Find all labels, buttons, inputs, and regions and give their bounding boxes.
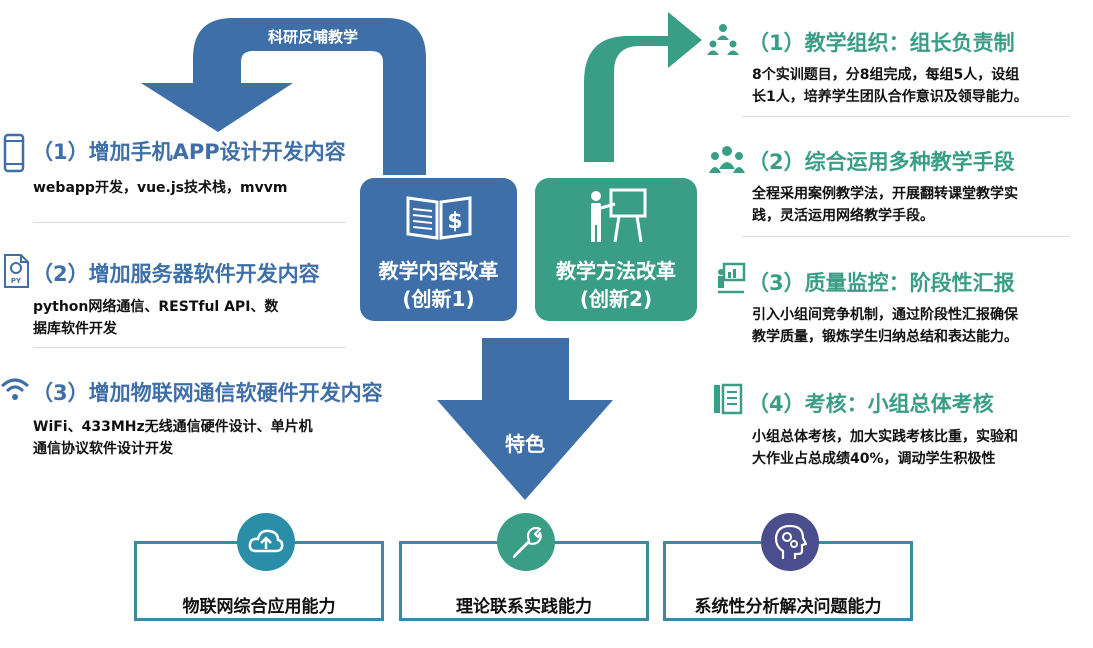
feedback-label: 科研反哺教学 xyxy=(267,28,358,46)
document-icon xyxy=(714,383,743,415)
right-item-4-line-2: 大作业占总成绩40%，调动学生积极性 xyxy=(752,451,996,467)
wifi-icon xyxy=(0,378,30,400)
left-item-2-line-2: 据库软件开发 xyxy=(33,321,117,337)
method-reform-box: 教学方法改革 (创新2) xyxy=(535,178,697,321)
head-gears-icon xyxy=(774,524,807,559)
left-divider-1 xyxy=(33,222,346,223)
right-item-2-title: （2）综合运用多种教学手段 xyxy=(748,150,1015,174)
right-divider-1 xyxy=(742,116,1070,117)
feedback-arrow-shape xyxy=(141,18,426,175)
svg-text:$: $ xyxy=(447,209,462,234)
right-item-1-title: （1）教学组织：组长负责制 xyxy=(748,31,1015,55)
method-reform-sub: (创新2) xyxy=(579,287,653,311)
right-item-1-line-1: 8个实训题目，分8组完成，每组5人，设组 xyxy=(752,67,1020,83)
capability-icon-1 xyxy=(237,513,295,571)
method-arrow-shape xyxy=(584,12,702,162)
right-item-3-line-1: 引入小组间竞争机制，通过阶段性汇报确保 xyxy=(752,307,1018,323)
right-item-4-title: （4）考核：小组总体考核 xyxy=(748,392,994,416)
content-reform-sub: (创新1) xyxy=(402,287,475,311)
right-item-3-line-2: 教学质量，锻炼学生归纳总结和表达能力。 xyxy=(752,329,1018,345)
right-item-2-line-1: 全程采用案例教学法，开展翻转课堂教学实 xyxy=(752,186,1018,202)
left-item-1-title: （1）增加手机APP设计开发内容 xyxy=(32,140,346,164)
left-divider-2 xyxy=(33,347,346,348)
smartphone-icon xyxy=(3,133,25,173)
wrench-icon xyxy=(512,526,542,559)
content-reform-title: 教学内容改革 xyxy=(378,259,499,283)
left-item-3-line-2: 通信协议软件设计开发 xyxy=(33,441,173,457)
left-item-2-title: （2）增加服务器软件开发内容 xyxy=(32,262,320,286)
capability-icon-2 xyxy=(497,513,555,571)
feature-label: 特色 xyxy=(505,432,545,456)
book-dollar-icon: $ xyxy=(406,196,472,240)
right-item-4-line-1: 小组总体考核，加大实践考核比重，实验和 xyxy=(752,429,1018,445)
group-icon xyxy=(709,146,745,173)
capability-icon-3 xyxy=(761,513,819,571)
python-file-icon: PY xyxy=(4,254,29,288)
capability-label-1: 物联网综合应用能力 xyxy=(182,597,336,617)
left-item-3-title: （3）增加物联网通信软硬件开发内容 xyxy=(32,381,383,405)
left-item-1-line-1: webapp开发，vue.js技术栈，mvvm xyxy=(33,180,288,196)
capability-label-3: 系统性分析解决问题能力 xyxy=(694,597,882,617)
teacher-board-icon xyxy=(591,188,647,243)
content-reform-box: $ 教学内容改革 (创新1) xyxy=(360,178,517,321)
right-item-3-title: （3）质量监控：阶段性汇报 xyxy=(748,271,1015,295)
svg-text:PY: PY xyxy=(11,277,22,285)
cloud-upload-icon xyxy=(248,529,284,553)
right-item-2-line-2: 践，灵活运用网络教学手段。 xyxy=(752,208,934,224)
capability-label-2: 理论联系实践能力 xyxy=(456,597,592,617)
feature-arrow-shape xyxy=(437,338,613,500)
method-reform-title: 教学方法改革 xyxy=(556,259,676,283)
left-item-3-line-1: WiFi、433MHz无线通信硬件设计、单片机 xyxy=(33,419,313,435)
right-divider-2 xyxy=(742,236,1070,237)
presentation-icon xyxy=(718,262,746,294)
right-item-1-line-2: 长1人，培养学生团队合作意识及领导能力。 xyxy=(752,89,1028,105)
left-item-2-line-1: python网络通信、RESTful API、数 xyxy=(33,299,279,315)
team-leader-icon xyxy=(707,24,739,55)
